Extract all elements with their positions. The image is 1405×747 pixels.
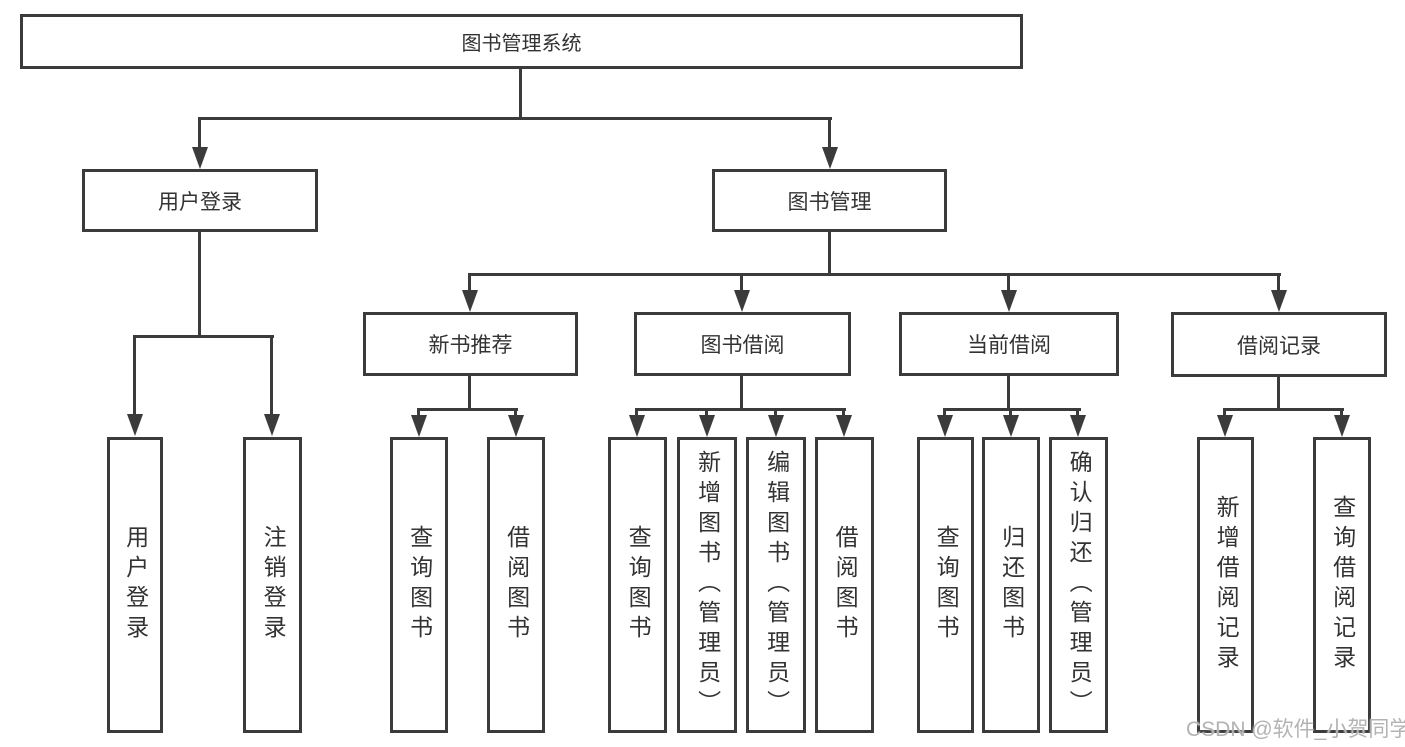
- connector-line: [1277, 273, 1280, 291]
- node-root: 图书管理系统: [20, 14, 1023, 69]
- connector-line: [417, 408, 518, 411]
- arrowhead-down-icon: [699, 415, 715, 437]
- arrowhead-down-icon: [1001, 290, 1017, 312]
- leaf-record-add-label: 新增借阅记录: [1213, 495, 1240, 675]
- arrowhead-down-icon: [508, 415, 524, 437]
- node-book-management-label: 图书管理: [787, 190, 872, 214]
- connector-line: [514, 408, 517, 418]
- leaf-current-query-books-label: 查询图书: [933, 525, 960, 645]
- node-root-label: 图书管理系统: [461, 33, 582, 55]
- leaf-current-return-books-label: 归还图书: [998, 525, 1025, 645]
- node-book-borrowing: 图书借阅: [634, 312, 851, 376]
- node-book-borrowing-label: 图书借阅: [700, 334, 785, 357]
- leaf-current-query-books: 查询图书: [917, 437, 974, 733]
- arrowhead-down-icon: [411, 415, 427, 437]
- connector-line: [270, 335, 273, 415]
- arrowhead-down-icon: [937, 415, 953, 437]
- connector-line: [740, 273, 743, 291]
- connector-line: [943, 408, 1081, 411]
- node-user-login: 用户登录: [82, 169, 318, 232]
- arrowhead-down-icon: [768, 415, 784, 437]
- leaf-borrow-borrow-books: 借阅图书: [815, 437, 874, 733]
- connector-line: [943, 408, 946, 418]
- connector-line: [1277, 377, 1280, 411]
- node-new-book-recommend-label: 新书推荐: [428, 334, 513, 357]
- leaf-borrow-edit-books-admin: 编辑图书（管理员）: [746, 437, 806, 733]
- node-current-borrowing: 当前借阅: [899, 312, 1119, 376]
- leaf-record-add: 新增借阅记录: [1197, 437, 1254, 733]
- leaf-borrow-edit-books-admin-label: 编辑图书（管理员）: [763, 450, 790, 720]
- leaf-user-login: 用户登录: [107, 437, 163, 733]
- connector-line: [198, 117, 201, 147]
- connector-line: [133, 335, 136, 415]
- leaf-borrow-query-books: 查询图书: [608, 437, 667, 733]
- leaf-current-confirm-return-admin-label: 确认归还（管理员）: [1066, 450, 1093, 720]
- leaf-current-confirm-return-admin: 确认归还（管理员）: [1049, 437, 1108, 733]
- arrowhead-down-icon: [1217, 415, 1233, 437]
- arrowhead-down-icon: [462, 290, 478, 312]
- arrowhead-down-icon: [629, 415, 645, 437]
- arrowhead-down-icon: [734, 290, 750, 312]
- node-borrowing-records-label: 借阅记录: [1237, 334, 1321, 358]
- connector-line: [1223, 408, 1344, 411]
- node-borrowing-records: 借阅记录: [1171, 312, 1387, 377]
- connector-line: [468, 273, 471, 291]
- leaf-user-login-label: 用户登录: [122, 525, 149, 645]
- arrowhead-down-icon: [822, 147, 838, 169]
- leaf-borrow-add-books-admin: 新增图书（管理员）: [677, 437, 737, 733]
- leaf-recommend-query-books: 查询图书: [390, 437, 448, 733]
- connector-line: [705, 408, 708, 418]
- arrowhead-down-icon: [192, 147, 208, 169]
- leaf-borrow-query-books-label: 查询图书: [625, 525, 652, 645]
- arrowhead-down-icon: [264, 414, 280, 436]
- node-user-login-label: 用户登录: [158, 190, 242, 214]
- leaf-recommend-borrow-books: 借阅图书: [487, 437, 545, 733]
- connector-line: [519, 69, 522, 117]
- connector-line: [828, 232, 831, 276]
- connector-line: [828, 117, 831, 147]
- connector-line: [198, 232, 201, 338]
- connector-line: [133, 335, 274, 338]
- connector-line: [468, 273, 1281, 276]
- leaf-recommend-borrow-books-label: 借阅图书: [503, 525, 530, 645]
- arrowhead-down-icon: [1070, 415, 1086, 437]
- connector-line: [842, 408, 845, 418]
- arrowhead-down-icon: [1271, 290, 1287, 312]
- leaf-logout: 注销登录: [243, 437, 302, 733]
- connector-line: [198, 117, 832, 120]
- connector-line: [1007, 273, 1010, 291]
- leaf-borrow-borrow-books-label: 借阅图书: [832, 525, 859, 645]
- arrowhead-down-icon: [1003, 415, 1019, 437]
- arrowhead-down-icon: [1334, 415, 1350, 437]
- connector-line: [1340, 408, 1343, 418]
- leaf-recommend-query-books-label: 查询图书: [406, 525, 433, 645]
- connector-line: [1007, 376, 1010, 411]
- connector-line: [635, 408, 846, 411]
- leaf-record-query: 查询借阅记录: [1313, 437, 1371, 733]
- leaf-logout-label: 注销登录: [260, 525, 287, 645]
- connector-line: [417, 408, 420, 418]
- connector-line: [774, 408, 777, 418]
- connector-line: [1223, 408, 1226, 418]
- node-current-borrowing-label: 当前借阅: [967, 334, 1051, 357]
- leaf-record-query-label: 查询借阅记录: [1329, 495, 1356, 675]
- csdn-watermark: CSDN @软件_小贺同学: [1186, 718, 1405, 741]
- connector-line: [1009, 408, 1012, 418]
- connector-line: [1076, 408, 1079, 418]
- node-book-management: 图书管理: [712, 169, 947, 232]
- connector-line: [468, 376, 471, 411]
- arrowhead-down-icon: [836, 415, 852, 437]
- node-new-book-recommend: 新书推荐: [363, 312, 578, 376]
- leaf-borrow-add-books-admin-label: 新增图书（管理员）: [694, 450, 721, 720]
- arrowhead-down-icon: [127, 414, 143, 436]
- connector-line: [740, 376, 743, 411]
- leaf-current-return-books: 归还图书: [982, 437, 1040, 733]
- connector-line: [635, 408, 638, 418]
